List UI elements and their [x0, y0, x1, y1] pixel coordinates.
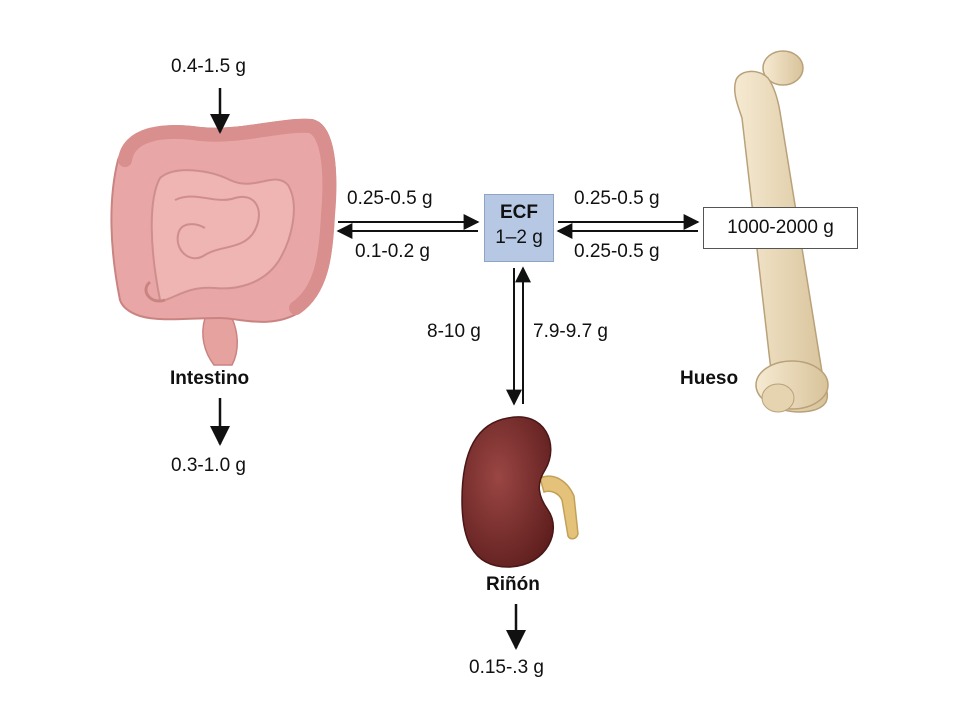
- ecf-value: 1–2 g: [495, 227, 543, 248]
- intestine-to-ecf-label: 0.25-0.5 g: [347, 188, 433, 209]
- ecf-box: ECF 1–2 g: [484, 194, 554, 262]
- ecf-to-intestine-label: 0.1-0.2 g: [355, 241, 430, 262]
- ecf-title: ECF: [500, 202, 538, 223]
- ecf-to-bone-label: 0.25-0.5 g: [574, 188, 660, 209]
- intestine-illustration: [110, 118, 337, 366]
- kidney-illustration: [461, 416, 579, 568]
- bone-label: Hueso: [680, 368, 739, 389]
- bone-value-box: 1000-2000 g: [703, 207, 858, 249]
- ecf-to-kidney-label: 8-10 g: [427, 321, 481, 342]
- kidney-label: Riñón: [486, 574, 540, 595]
- intestine-excretion-label: 0.3-1.0 g: [171, 455, 246, 476]
- bone-to-ecf-label: 0.25-0.5 g: [574, 241, 660, 262]
- diet-intake-label: 0.4-1.5 g: [171, 56, 246, 77]
- intestine-label: Intestino: [170, 368, 250, 389]
- kidney-to-ecf-label: 7.9-9.7 g: [533, 321, 608, 342]
- urine-excretion-label: 0.15-.3 g: [469, 657, 544, 678]
